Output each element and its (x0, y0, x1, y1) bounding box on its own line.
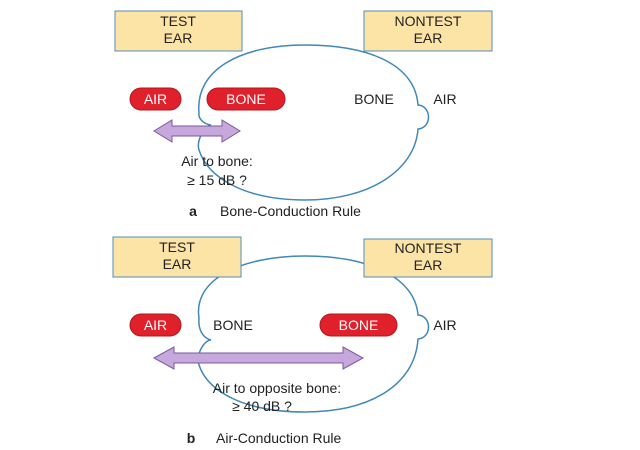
nontest-air-label-b: AIR (433, 317, 456, 333)
nontest-ear-box-line1: NONTEST (395, 13, 462, 29)
double-arrow-a (153, 119, 241, 143)
nontest-bone-label-a: BONE (354, 91, 394, 107)
test-ear-box-b-line1: TEST (159, 239, 195, 255)
bone-pill-b-label: BONE (339, 317, 379, 333)
bone-pill-b: BONE (319, 313, 398, 337)
nontest-ear-box-line2: EAR (414, 30, 443, 46)
rule-text-b-line2: ≥ 40 dB ? (232, 398, 292, 414)
air-pill-a-label: AIR (144, 91, 167, 107)
nontest-air-label-a: AIR (433, 91, 456, 107)
nontest-ear-box-b: NONTEST EAR (363, 238, 493, 278)
caption-a: Bone-Conduction Rule (220, 203, 361, 219)
panel-a: TEST EAR NONTEST EAR AIR BONE BONE AIR A… (114, 10, 493, 219)
air-pill-b-label: AIR (144, 317, 167, 333)
test-ear-box-line1: TEST (160, 13, 196, 29)
test-ear-box-b: TEST EAR (112, 236, 242, 278)
test-ear-box-a: TEST EAR (114, 10, 243, 52)
caption-letter-b: b (187, 430, 196, 446)
caption-b: Air-Conduction Rule (216, 430, 341, 446)
air-pill-b: AIR (129, 313, 182, 337)
double-arrow-b (152, 346, 365, 370)
test-bone-label-b: BONE (213, 317, 253, 333)
panel-b: TEST EAR NONTEST EAR AIR BONE BONE AIR A… (112, 236, 493, 446)
rule-text-b-line1: Air to opposite bone: (213, 380, 341, 396)
nontest-ear-box-b-line2: EAR (414, 257, 443, 273)
test-ear-box-b-line2: EAR (163, 256, 192, 272)
rule-text-a-line2: ≥ 15 dB ? (187, 172, 247, 188)
caption-letter-a: a (189, 203, 197, 219)
bone-pill-a: BONE (206, 87, 286, 111)
rule-text-a-line1: Air to bone: (181, 153, 253, 169)
test-ear-box-line2: EAR (164, 30, 193, 46)
head-outline-b (197, 255, 430, 413)
nontest-ear-box-a: NONTEST EAR (363, 10, 493, 52)
nontest-ear-box-b-line1: NONTEST (395, 240, 462, 256)
air-pill-a: AIR (129, 87, 182, 111)
bone-pill-a-label: BONE (226, 91, 266, 107)
